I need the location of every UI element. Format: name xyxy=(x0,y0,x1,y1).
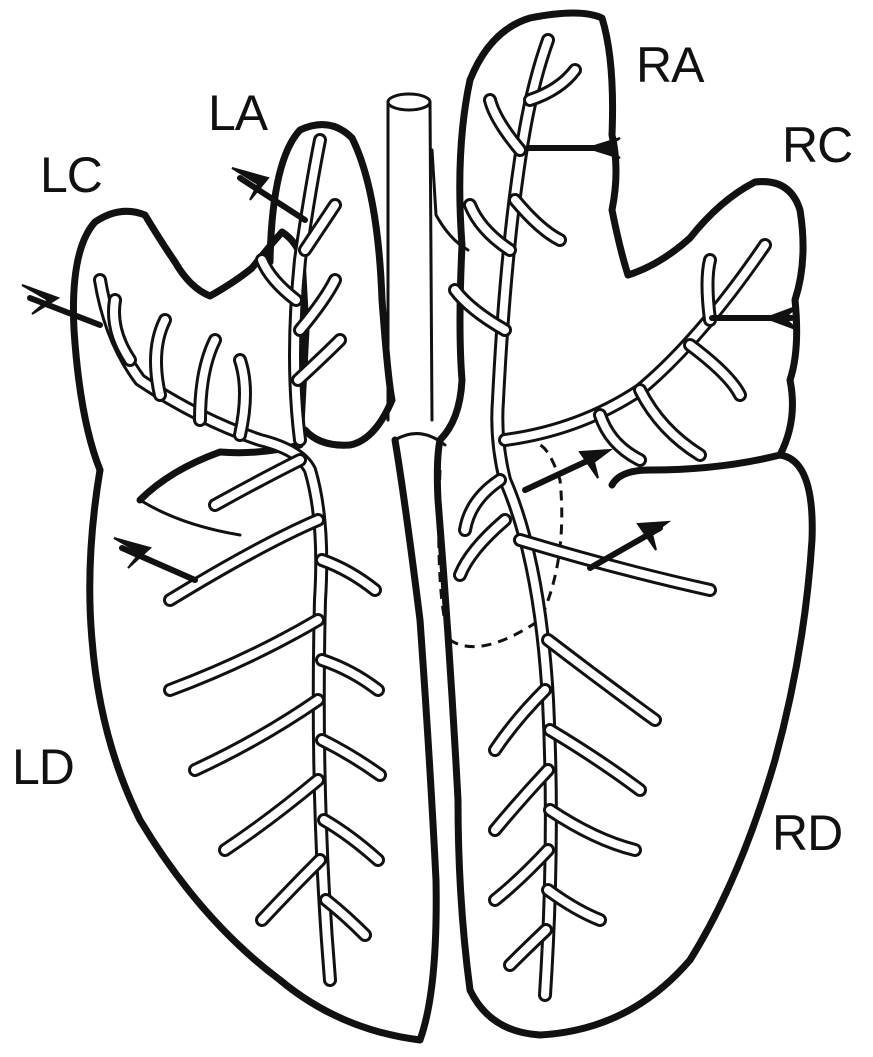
label-rc: RC xyxy=(782,120,852,170)
label-ld: LD xyxy=(12,742,74,792)
right-cranial-lobe-outline xyxy=(612,182,803,485)
label-rd: RD xyxy=(772,808,842,858)
arrow-lc xyxy=(22,285,100,325)
arrow-accessory xyxy=(525,450,610,490)
right-bronchial-tree xyxy=(455,40,765,995)
trachea xyxy=(388,94,468,420)
label-lc: LC xyxy=(40,150,102,200)
arrow-la xyxy=(232,168,305,220)
arrow-ra xyxy=(528,138,620,158)
arrow-rd xyxy=(590,522,668,568)
arrow-ld xyxy=(114,538,195,580)
label-ra: RA xyxy=(636,40,703,90)
label-la: LA xyxy=(208,88,267,138)
